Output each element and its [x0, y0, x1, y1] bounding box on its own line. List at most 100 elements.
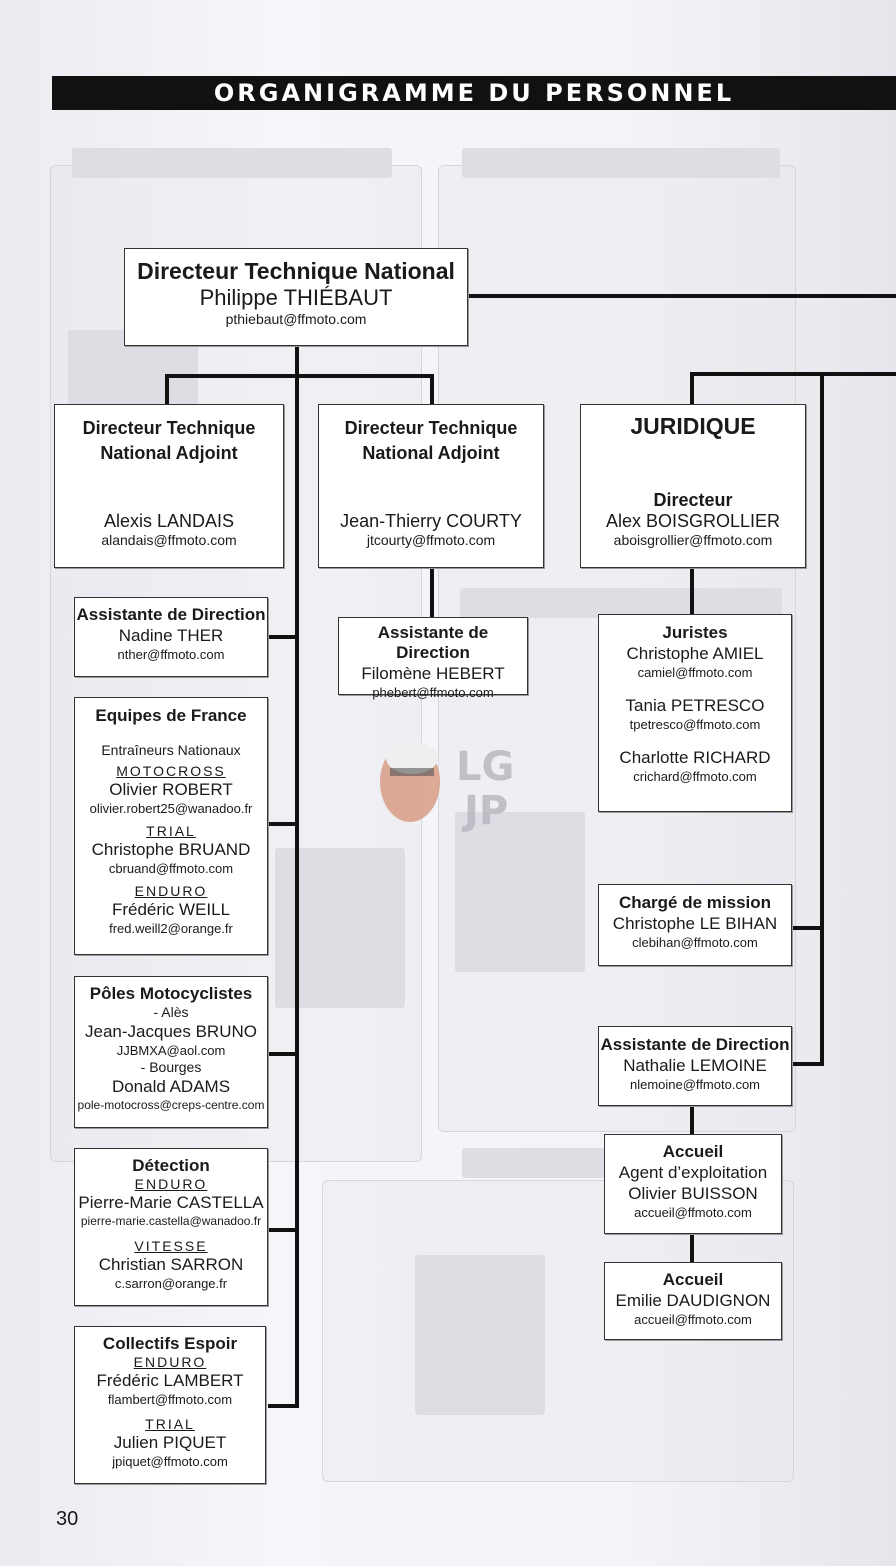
connector — [165, 374, 434, 378]
motocross-label: MOTOCROSS — [116, 763, 226, 779]
jurist-email: camiel@ffmoto.com — [637, 665, 753, 680]
assistant-right-email: nlemoine@ffmoto.com — [629, 1077, 760, 1092]
connector — [165, 374, 169, 404]
collectifs-enduro-label: ENDURO — [133, 1354, 207, 1370]
motocross-name: Olivier ROBERT — [109, 780, 233, 799]
connector — [820, 372, 824, 1066]
poles-title: Pôles Motocyclistes — [89, 984, 253, 1003]
ghost-bar — [415, 1255, 545, 1415]
assistant-left-name: Nadine THER — [118, 626, 224, 645]
juridique-email: aboisgrollier@ffmoto.com — [613, 532, 773, 548]
adjoint-mid-email: jtcourty@ffmoto.com — [366, 532, 496, 548]
collectifs-trial-label: TRIAL — [145, 1416, 195, 1432]
poles-name: Jean-Jacques BRUNO — [85, 1022, 257, 1041]
adjoint-left-title1: Directeur Technique — [82, 418, 256, 438]
accueil-name: Emilie DAUDIGNON — [615, 1291, 771, 1310]
page-title: ORGANIGRAMME DU PERSONNEL — [52, 76, 896, 110]
collectifs-name: Frédéric LAMBERT — [96, 1371, 244, 1390]
enduro-label: ENDURO — [134, 883, 208, 899]
assistant-mid-title: Assistante de Direction — [377, 623, 489, 662]
connector — [295, 346, 299, 1408]
dtn-name: Philippe THIÉBAUT — [199, 285, 393, 310]
accueil-email: accueil@ffmoto.com — [634, 1312, 752, 1327]
ghost-bar — [462, 1148, 612, 1178]
motocross-email: olivier.robert25@wanadoo.fr — [89, 801, 253, 816]
page-number: 30 — [56, 1508, 79, 1530]
juristes-title: Juristes — [662, 623, 728, 642]
connector — [690, 372, 896, 376]
jurist-email: crichard@ffmoto.com — [633, 769, 757, 784]
juridique-role: Directeur — [653, 490, 733, 510]
connector — [690, 1106, 694, 1136]
jurist-name: Tania PETRESCO — [625, 696, 765, 715]
assistant-right-box: Assistante de Direction Nathalie LEMOINE… — [598, 1026, 792, 1106]
juristes-box: Juristes Christophe AMIEL camiel@ffmoto.… — [598, 614, 792, 812]
ghost-bar — [72, 148, 392, 178]
jurist-email: tpetresco@ffmoto.com — [629, 717, 761, 732]
assistant-left-email: nther@ffmoto.com — [117, 647, 225, 662]
assistant-right-name: Nathalie LEMOINE — [623, 1056, 767, 1075]
charge-mission-box: Chargé de mission Christophe LE BIHAN cl… — [598, 884, 792, 966]
svg-text:LG: LG — [456, 744, 514, 790]
poles-city: - Bourges — [140, 1059, 202, 1075]
assistant-left-box: Assistante de Direction Nadine THER nthe… — [74, 597, 268, 677]
adjoint-mid-title2: National Adjoint — [362, 443, 500, 463]
connector — [268, 1052, 297, 1056]
accueil-title: Accueil — [662, 1142, 724, 1161]
assistant-mid-email: phebert@ffmoto.com — [372, 685, 494, 700]
charge-mission-email: clebihan@ffmoto.com — [632, 935, 758, 950]
detection-name: Pierre-Marie CASTELLA — [78, 1193, 264, 1212]
assistant-left-title: Assistante de Direction — [76, 605, 266, 624]
poles-city: - Alès — [153, 1004, 189, 1020]
enduro-name: Frédéric WEILL — [111, 900, 231, 919]
enduro-email: fred.weill2@orange.fr — [109, 921, 233, 936]
connector — [430, 374, 434, 404]
connector — [690, 372, 694, 404]
connector — [268, 822, 297, 826]
detection-email: c.sarron@orange.fr — [114, 1276, 228, 1291]
adjoint-left-email: alandais@ffmoto.com — [101, 532, 237, 548]
accueil-box: Accueil Agent d’exploitation Olivier BUI… — [604, 1134, 782, 1234]
collectifs-email: jpiquet@ffmoto.com — [112, 1454, 228, 1469]
jurist-name: Charlotte RICHARD — [619, 748, 771, 767]
adjoint-mid-box: Directeur Technique National Adjoint Jea… — [318, 404, 544, 568]
assistant-mid-box: Assistante de Direction Filomène HEBERT … — [338, 617, 528, 700]
equipes-title: Equipes de France — [95, 706, 247, 725]
jurist-name: Christophe AMIEL — [626, 644, 764, 663]
svg-text:JP: JP — [461, 788, 508, 832]
detection-box: Détection ENDURO Pierre-Marie CASTELLA p… — [74, 1148, 268, 1306]
adjoint-left-title2: National Adjoint — [100, 443, 238, 463]
adjoint-left-name: Alexis LANDAIS — [103, 511, 235, 531]
ghost-bar — [460, 588, 782, 618]
dtn-email: pthiebaut@ffmoto.com — [225, 311, 367, 327]
dtn-title: Directeur Technique National — [137, 258, 455, 284]
detection-name: Christian SARRON — [98, 1255, 244, 1274]
detection-vitesse-label: VITESSE — [134, 1238, 208, 1254]
watermark-logo: LG JP — [380, 742, 514, 832]
adjoint-left-box: Directeur Technique National Adjoint Ale… — [54, 404, 284, 568]
collectifs-title: Collectifs Espoir — [102, 1334, 238, 1353]
juridique-title: JURIDIQUE — [630, 413, 756, 439]
ghost-bar — [455, 812, 585, 972]
dtn-box: Directeur Technique National Philippe TH… — [124, 248, 468, 346]
equipes-box: Equipes de France Entraîneurs Nationaux … — [74, 697, 268, 955]
detection-title: Détection — [132, 1156, 210, 1175]
accueil-name: Olivier BUISSON — [628, 1184, 758, 1203]
connector — [268, 1404, 299, 1408]
connector — [430, 568, 434, 620]
connector — [268, 1228, 297, 1232]
juridique-box: JURIDIQUE Directeur Alex BOISGROLLIER ab… — [580, 404, 806, 568]
connector — [792, 1062, 822, 1066]
charge-mission-title: Chargé de mission — [618, 893, 772, 912]
poles-email: JJBMXA@aol.com — [116, 1043, 226, 1058]
connector — [268, 635, 297, 639]
ghost-bar — [462, 148, 780, 178]
accueil-email: accueil@ffmoto.com — [634, 1205, 752, 1220]
assistant-mid-name: Filomène HEBERT — [361, 664, 505, 683]
connector — [466, 294, 896, 298]
connector — [690, 566, 694, 616]
poles-email: pole-motocross@creps-centre.com — [77, 1098, 265, 1112]
collectifs-name: Julien PIQUET — [113, 1433, 227, 1452]
connector — [690, 1234, 694, 1264]
juridique-name: Alex BOISGROLLIER — [605, 511, 781, 531]
